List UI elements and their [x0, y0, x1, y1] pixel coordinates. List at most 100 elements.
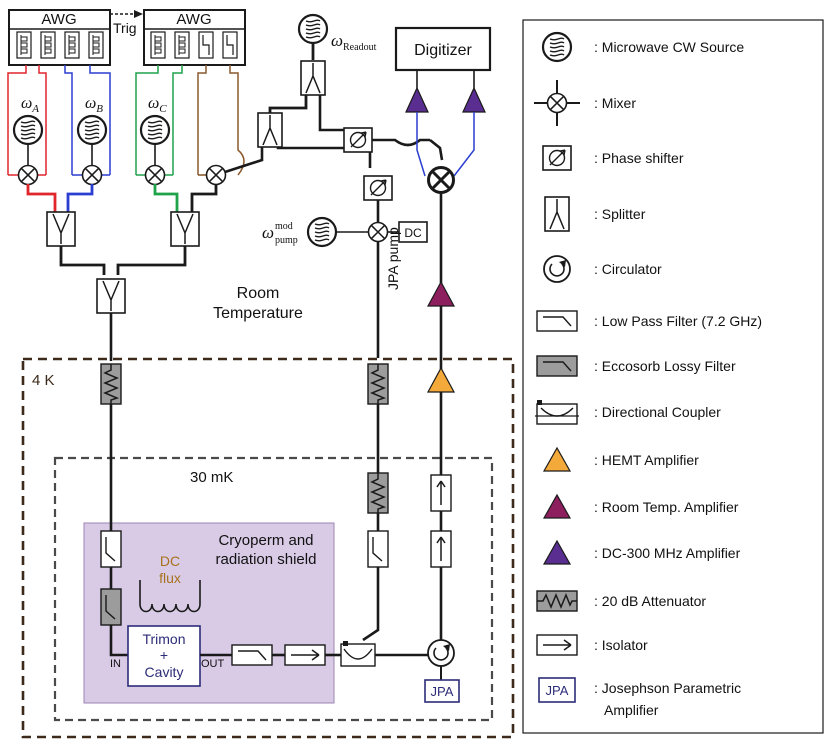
svg-text:: Splitter: : Splitter [594, 206, 646, 222]
dc-300mhz-amplifier-icon [542, 539, 572, 565]
circulator [427, 639, 455, 667]
svg-text:: DC-300 MHz Amplifier: : DC-300 MHz Amplifier [594, 545, 741, 561]
omega-pump-sup: mod [275, 221, 293, 232]
svg-text:Amplifier: Amplifier [604, 702, 659, 718]
omega-b-label: ωB [85, 95, 103, 115]
input-lpf [100, 530, 122, 568]
hemt-amp [426, 366, 456, 393]
mixer-a [17, 164, 39, 186]
legend-item-jpa: JPA : Josephson Parametric Amplifier [538, 677, 741, 718]
awg-line-green [135, 65, 183, 175]
awg-2-label: AWG [176, 11, 211, 28]
dc-amp-1 [405, 86, 429, 113]
svg-text:: Eccosorb Lossy Filter: : Eccosorb Lossy Filter [594, 358, 736, 374]
low-pass-filter-icon [536, 310, 578, 332]
in-label: IN [110, 658, 121, 670]
omega-pump-label: ω [262, 223, 274, 242]
dc-flux-label-1: DC [160, 553, 180, 569]
cw-source-icon [541, 31, 573, 63]
cw-source-c [139, 114, 171, 146]
combiner-main [96, 278, 126, 314]
phase-shifter-pump [363, 175, 393, 201]
input-attenuator-4k [100, 363, 122, 405]
legend-item-attenuator: : 20 dB Attenuator [536, 590, 706, 612]
mixer-d-lo-splitter [257, 112, 283, 148]
legend-item-directional-coupler: : Directional Coupler [535, 400, 721, 425]
awg-1-label: AWG [41, 11, 76, 28]
svg-text:: HEMT Amplifier: : HEMT Amplifier [594, 452, 699, 468]
phase-shifter-lo [343, 127, 373, 153]
room-temp-label-1: Room [237, 285, 280, 302]
legend-item-cw-source: : Microwave CW Source [541, 31, 744, 63]
dc-amp-2 [462, 86, 486, 113]
directional-coupler [340, 640, 376, 667]
pump-lpf [367, 530, 389, 568]
legend-item-lpf: : Low Pass Filter (7.2 GHz) [536, 310, 762, 332]
omega-readout-label: ωReadout [331, 31, 377, 53]
pump-attenuator-30mk [367, 472, 389, 514]
legend-item-dc-amp: : DC-300 MHz Amplifier [542, 539, 741, 565]
jpa-icon [538, 677, 576, 703]
mixer-c [144, 164, 166, 186]
trig-label: Trig [113, 20, 137, 36]
mixer-icon [534, 80, 580, 126]
zone-30mk-label: 30 mK [190, 469, 233, 486]
output-isolator [284, 644, 326, 666]
room-temp-amplifier-icon [542, 493, 572, 519]
dc-flux-coil [139, 580, 201, 613]
svg-text:: Room Temp. Amplifier: : Room Temp. Amplifier [594, 499, 739, 515]
isolator-icon [536, 634, 578, 656]
pump-attenuator-4k [367, 363, 389, 405]
shield-label-1: Cryoperm and [218, 532, 313, 549]
awg-line-red [7, 65, 47, 175]
awg-line-blue [64, 65, 111, 175]
svg-text:: Microwave CW Source: : Microwave CW Source [594, 39, 744, 55]
digitizer-label: Digitizer [414, 42, 472, 59]
output-lpf [231, 644, 273, 666]
jpa-box [424, 679, 460, 703]
awg-2 [143, 9, 246, 66]
dc-label: DC [404, 226, 422, 240]
svg-text:: Phase shifter: : Phase shifter [594, 150, 684, 166]
dc-flux-label-2: flux [159, 570, 181, 586]
digitizer-box [394, 26, 492, 72]
omega-a-label: ωA [21, 95, 39, 115]
legend-item-phase-shifter: : Phase shifter [542, 145, 684, 171]
svg-text:: Josephson Parametric: : Josephson Parametric [594, 680, 741, 696]
isolator-1 [430, 474, 452, 512]
zone-4k-label: 4 K [32, 372, 55, 389]
combiner-cd [170, 211, 200, 247]
circulator-icon [543, 255, 571, 283]
cw-source-b [76, 114, 108, 146]
trimon-label-2: + [160, 647, 168, 663]
out-label: OUT [201, 658, 225, 670]
zone-4k-boundary [21, 357, 515, 739]
cw-source-readout [297, 13, 329, 45]
dc-source-box [398, 221, 428, 243]
omega-pump-sub: pump [275, 235, 298, 246]
shield-region [83, 522, 335, 704]
mixer-d [205, 164, 227, 186]
room-temp-amp [426, 280, 456, 307]
svg-text:: Low Pass Filter (7.2 GHz): : Low Pass Filter (7.2 GHz) [594, 313, 762, 329]
svg-text:: Directional Coupler: : Directional Coupler [594, 404, 721, 420]
directional-coupler-icon [535, 400, 579, 425]
awg-line-brown [197, 65, 245, 176]
legend-item-splitter: : Splitter [544, 196, 646, 232]
combiner-ab [46, 211, 76, 247]
omega-c-label: ωC [148, 95, 167, 115]
jpa-pump-label: JPA pump [385, 227, 401, 290]
trimon-label-1: Trimon [142, 631, 185, 647]
legend-item-hemt: : HEMT Amplifier [542, 446, 699, 472]
jpa-label: JPA [431, 684, 454, 699]
room-temp-label-2: Temperature [213, 305, 303, 322]
input-eccosorb [100, 588, 122, 626]
shield-label-2: radiation shield [216, 551, 317, 568]
phase-shifter-icon [542, 145, 572, 171]
cw-source-pump [306, 216, 338, 248]
legend-item-circulator: : Circulator [543, 255, 662, 283]
legend-item-isolator: : Isolator [536, 634, 648, 656]
svg-text:: 20 dB Attenuator: : 20 dB Attenuator [594, 593, 706, 609]
splitter-icon [544, 196, 570, 232]
svg-text:: Circulator: : Circulator [594, 261, 662, 277]
